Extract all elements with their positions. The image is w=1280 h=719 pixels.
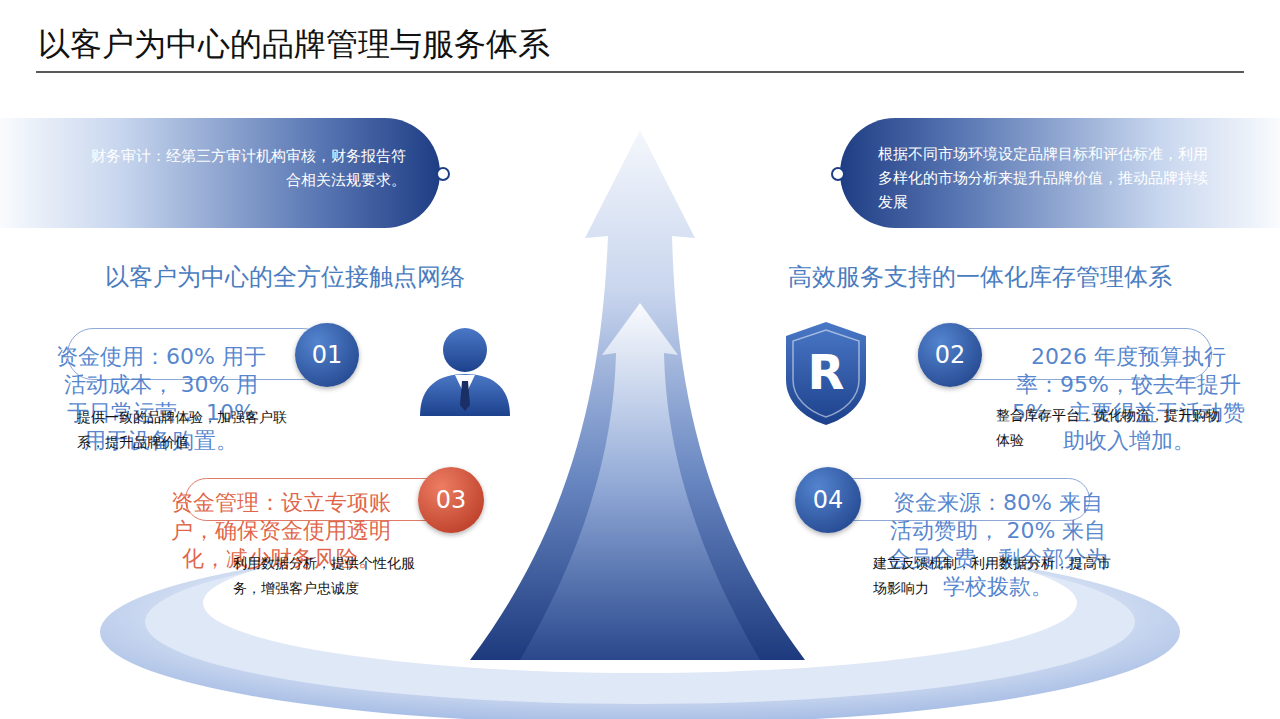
title-rule [36,71,1244,73]
banner: 根据不同市场环境设定品牌目标和评估标准，利用多样化的市场分析来提升品牌价值，推动… [840,118,1280,228]
callout-number: 01 [295,323,359,387]
item-pill: 资金使用：60% 用于活动成本， 30% 用于日常运营， 10% 用于设备购置。… [67,328,329,380]
callout-number: 04 [795,467,861,533]
growth-arrow-highlight [520,303,760,660]
person-body [420,374,510,416]
banner-text: 财务审计：经第三方审计机构审核，财务报告符合相关法规要求。 [90,144,406,192]
item-body: 利用数据分析，提供个性化服务，增强客户忠诚度 [233,551,423,601]
number-circle: 02 [918,323,982,387]
shield-inner [793,330,859,417]
number-circle: 03 [418,467,484,533]
number-circle: 01 [295,323,359,387]
banner: 财务审计：经第三方审计机构审核，财务报告符合相关法规要求。 [0,118,440,228]
person-head [443,328,487,372]
logo-letter: R [801,344,851,400]
item-body: 整合库存平台，优化物流，提升购物体验 [996,403,1221,453]
number-circle: 04 [795,467,861,533]
section-heading: 以客户为中心的全方位接触点网络 [60,260,510,294]
shield-icon [786,322,866,425]
section-heading: 高效服务支持的一体化库存管理体系 [750,260,1210,294]
growth-arrow [470,130,805,660]
callout-number: 02 [918,323,982,387]
callout-number: 03 [418,467,484,533]
item-body: 提供一致的品牌体验，加强客户联系，提升品牌价值 [77,405,309,455]
slide-title: 以客户为中心的品牌管理与服务体系 [38,22,1038,66]
item-body: 建立反馈机制，利用数据分析，提高市场影响力 [873,551,1113,601]
banner-text: 根据不同市场环境设定品牌目标和评估标准，利用多样化的市场分析来提升品牌价值，推动… [878,142,1208,214]
item-heading: 2026 年度预算执行率：95%，较去年提升 5%，主要得益于活动赞助收入增加。 [1011,343,1246,455]
person-tie [460,381,470,411]
